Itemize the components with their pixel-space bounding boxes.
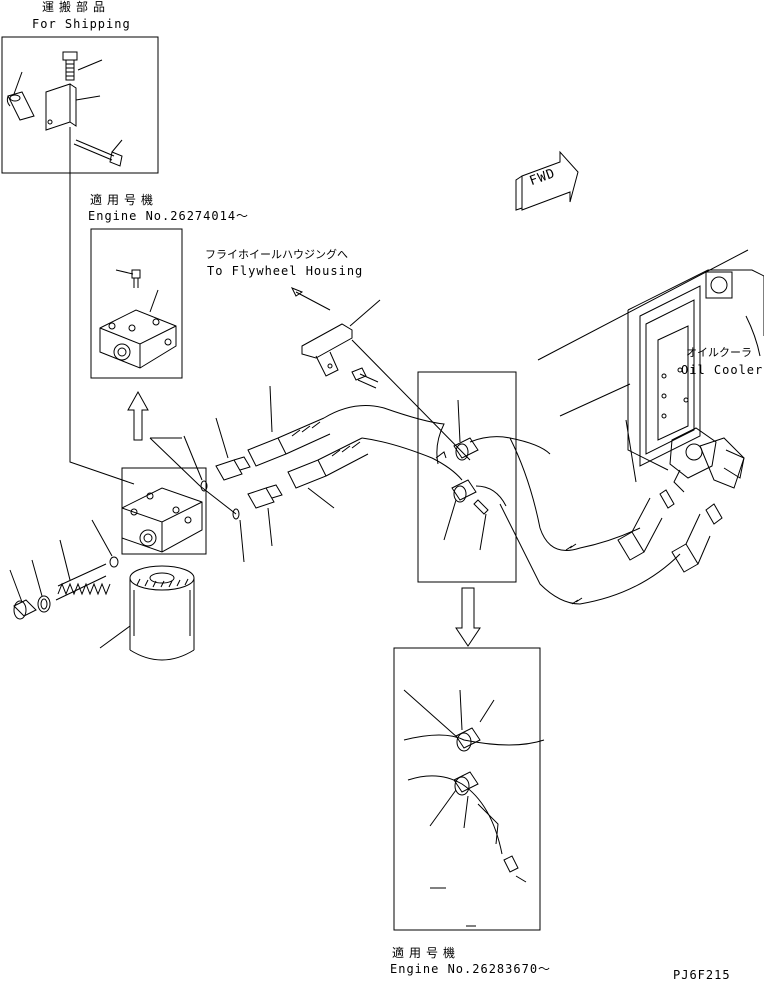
inset-bottom-box	[393, 647, 545, 931]
inset-bottom-label-en: Engine No.26283670～	[390, 962, 552, 976]
flywheel-label-en: To Flywheel Housing	[207, 264, 364, 278]
shipping-parts-box	[1, 36, 159, 174]
drawing-code: PJ6F215	[673, 968, 731, 982]
filter-head	[121, 467, 207, 555]
engine-oil-cooler	[537, 249, 764, 493]
inset-top-label-jp: 適用号機	[90, 193, 159, 207]
inset-bottom-label-jp: 適用号機	[392, 946, 461, 960]
filter-cartridge	[99, 565, 195, 661]
relief-valve-parts	[9, 519, 119, 620]
inset-top-box	[90, 228, 183, 379]
flywheel-label-jp: フライホイールハウジングへ	[205, 248, 348, 261]
oil-cooler-label-en: Oil Cooler	[681, 363, 764, 377]
hose-fittings	[149, 385, 463, 563]
shipping-label-jp: 運搬部品	[42, 0, 111, 14]
leader-line	[69, 127, 135, 485]
inset-top-label-en: Engine No.26274014～	[88, 209, 250, 223]
oil-cooler-hoses	[499, 419, 723, 605]
fwd-arrow-icon	[515, 150, 579, 211]
junction-box-main	[417, 371, 551, 583]
up-arrow-icon	[127, 390, 149, 441]
oil-cooler-label-jp: オイルクーラ	[686, 346, 752, 359]
shipping-label-en: For Shipping	[32, 17, 131, 31]
down-arrow-icon	[455, 587, 481, 647]
flywheel-bracket	[290, 287, 471, 461]
